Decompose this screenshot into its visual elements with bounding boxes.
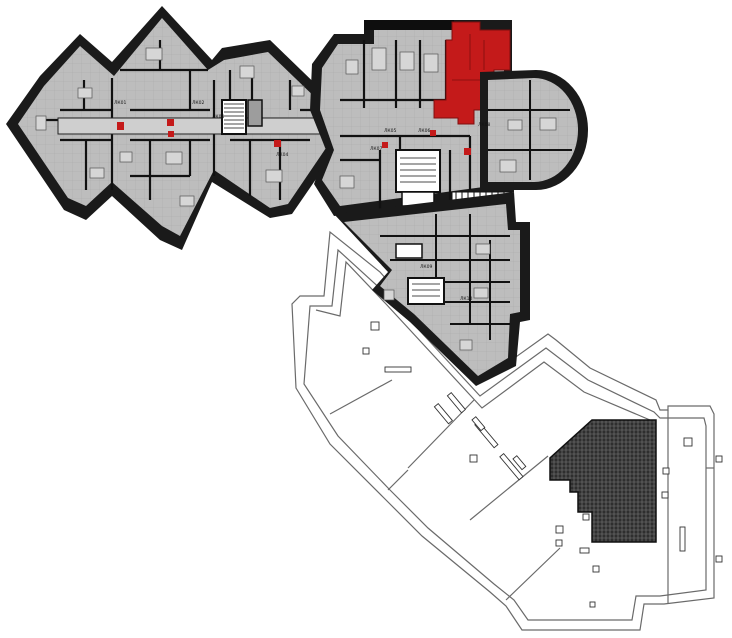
east-rotunda-floor xyxy=(488,78,578,182)
room-label-6: ЛК06 xyxy=(418,128,430,134)
terrace-inner-outline xyxy=(303,248,707,621)
south-block: ЛК09 ЛК10 xyxy=(334,192,530,386)
terrace xyxy=(291,230,715,631)
terrace-planter-9 xyxy=(661,491,669,499)
central-labels: ЛК05 ЛК06 ЛК07 xyxy=(370,128,430,152)
terrace-divider-4 xyxy=(387,469,409,491)
central-top-railing xyxy=(364,20,454,30)
terrace-bench-7 xyxy=(512,455,527,471)
room-label-7: ЛК07 xyxy=(370,146,382,152)
terrace-planter-15 xyxy=(589,601,596,608)
terrace-planter-7 xyxy=(582,513,590,521)
left-wing-corridor xyxy=(57,117,323,135)
terrace-planter-2 xyxy=(362,347,370,355)
left-wing-lift xyxy=(247,99,263,127)
terrace-parapet-line xyxy=(315,260,651,421)
south-stair-core xyxy=(407,277,445,305)
central-block-partitions xyxy=(340,40,472,210)
terrace-bench-1 xyxy=(384,366,412,373)
central-stair-treads xyxy=(400,157,436,183)
left-wing-red-markers xyxy=(117,119,281,147)
left-wing-stair-core xyxy=(221,99,247,135)
terrace-planter-1 xyxy=(370,321,380,331)
terrace-divider-3 xyxy=(469,455,549,521)
east-rotunda-partitions xyxy=(488,80,572,180)
terrace-planter-5 xyxy=(555,539,563,547)
highlight-details xyxy=(452,34,485,81)
terrace-planter-4 xyxy=(555,525,564,534)
room-label-1: ЛК01 xyxy=(114,100,126,106)
left-wing: ЛК01 ЛК02 ЛК03 ЛК04 xyxy=(6,6,336,250)
south-labels: ЛК09 ЛК10 xyxy=(420,264,472,302)
south-lift xyxy=(395,243,423,259)
terrace-planter-3 xyxy=(469,454,478,463)
south-furniture xyxy=(383,243,491,351)
room-label-4: ЛК04 xyxy=(276,152,288,158)
room-label-9: ЛК09 xyxy=(420,264,432,270)
terrace-planter-14 xyxy=(592,565,600,573)
terrace-planter-12 xyxy=(715,455,723,463)
left-wing-stair-treads xyxy=(224,103,244,129)
terrace-planter-10 xyxy=(679,526,686,552)
terrace-divider-5 xyxy=(505,547,561,601)
room-label-8: ЛК08 xyxy=(478,122,490,128)
south-stair-treads xyxy=(412,283,440,297)
terrace-bench-6 xyxy=(499,452,524,481)
terrace-planter-13 xyxy=(715,555,723,563)
central-block: ЛК05 ЛК06 ЛК07 xyxy=(310,20,514,216)
left-wing-furniture xyxy=(35,47,305,207)
terrace-planter-8 xyxy=(662,467,670,475)
terrace-bench-3 xyxy=(433,403,454,425)
central-stair-core xyxy=(395,149,441,193)
east-rotunda: ЛК08 xyxy=(478,70,588,190)
terrace-divider-1 xyxy=(329,379,393,415)
room-label-5: ЛК05 xyxy=(384,128,396,134)
central-furniture xyxy=(339,47,439,189)
terrace-planter-6 xyxy=(579,547,590,554)
left-wing-labels: ЛК01 ЛК02 ЛК03 ЛК04 xyxy=(114,100,288,158)
roof-hatched-area xyxy=(549,419,657,543)
room-label-3: ЛК03 xyxy=(212,114,224,120)
terrace-bench-2 xyxy=(446,392,467,414)
highlighted-apartment[interactable] xyxy=(433,21,511,125)
room-label-2: ЛК02 xyxy=(192,100,204,106)
east-rotunda-furniture xyxy=(499,117,557,173)
terrace-bench-5 xyxy=(471,416,486,432)
room-label-10: ЛК10 xyxy=(460,296,472,302)
terrace-fixtures xyxy=(362,321,723,608)
terrace-planter-11 xyxy=(683,437,693,447)
central-red-markers xyxy=(382,130,471,155)
